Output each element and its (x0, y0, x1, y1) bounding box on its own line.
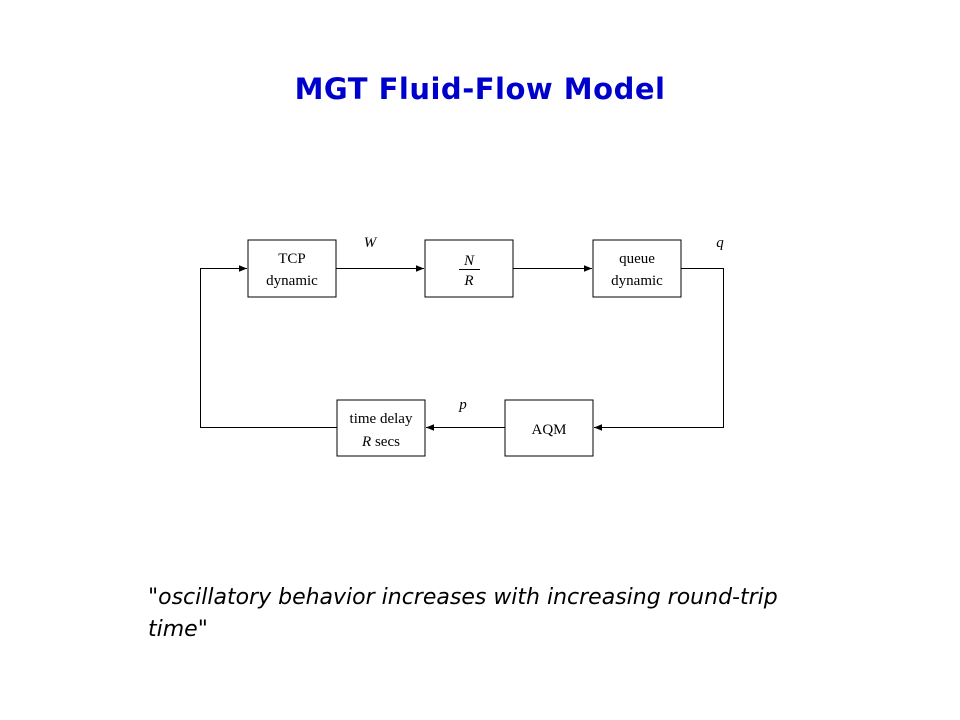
queue-label-line1: queue (619, 251, 655, 267)
caption-quote: "oscillatory behavior increases with inc… (148, 585, 778, 642)
signal-w-label: W (364, 235, 378, 251)
gain-denominator: R (463, 273, 473, 289)
slide-title: MGT Fluid-Flow Model (294, 72, 666, 106)
tcp-label-line2: dynamic (266, 273, 318, 289)
gain-block (424, 239, 514, 298)
gain-numerator: N (463, 253, 475, 269)
aqm-label: AQM (531, 422, 566, 438)
delay-label-line1: time delay (350, 411, 413, 427)
queue-dynamic-block (592, 239, 682, 298)
arrow-delay-to-tcp (200, 265, 337, 428)
time-delay-block (336, 399, 426, 457)
tcp-label-line1: TCP (278, 251, 306, 267)
arrow-queue-to-aqm (594, 268, 724, 431)
delay-variable: R (361, 434, 371, 450)
aqm-block (504, 399, 594, 457)
signal-q-label: q (716, 235, 724, 251)
delay-label-line2: R secs (361, 434, 400, 450)
queue-label-line2: dynamic (611, 273, 663, 289)
tcp-dynamic-block (247, 239, 337, 298)
delay-unit: secs (371, 434, 400, 450)
signal-p-label: p (458, 397, 467, 413)
